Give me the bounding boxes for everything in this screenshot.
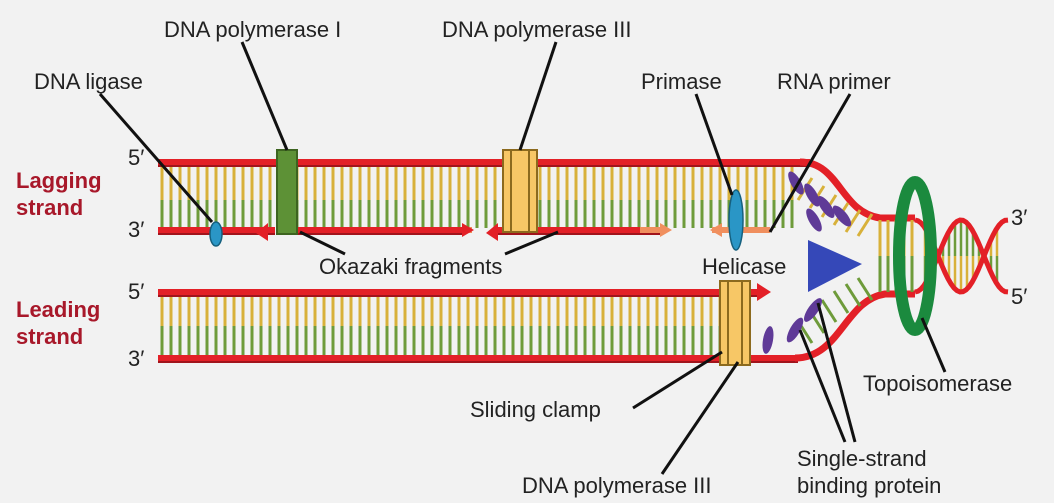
single-strand-base [844, 209, 862, 233]
rna-primer-leader [768, 93, 852, 233]
lagging-template-backbone-shade [158, 165, 810, 167]
single-strand-binding-protein-label: Single-strand binding protein [797, 445, 941, 499]
lagging-strand-word-2: strand [16, 195, 84, 220]
okazaki-fragment-backbone [278, 227, 462, 233]
lagging-duplex [158, 159, 810, 241]
dna-polymerase-iii-top-leader [518, 41, 558, 151]
single-strand-base [856, 213, 874, 237]
fragment-arrowhead [486, 223, 498, 241]
single-strand-binding-proteins [762, 171, 852, 354]
leading-strand-word-1: Leading [16, 297, 101, 322]
helix-5prime-label: 5′ [1011, 284, 1028, 309]
ssb-protein [788, 171, 804, 195]
ssb-label-line-2: binding protein [797, 473, 942, 498]
topoisomerase-label: Topoisomerase [863, 371, 1013, 396]
dna-polymerase-iii-bottom-label: DNA polymerase III [522, 473, 712, 498]
dna-polymerase-i-leader [240, 41, 289, 151]
lagging-strand-label: Lagging strand [16, 167, 102, 221]
ssb-protein [817, 195, 835, 219]
primer-arrowhead [660, 223, 672, 237]
fragment-arrowhead [256, 223, 268, 241]
leading-3prime-label: 3′ [128, 346, 145, 371]
fork-upper-arm [799, 158, 915, 222]
okazaki-fragment-backbone [495, 227, 660, 233]
okazaki-fragments-leader-1 [299, 230, 346, 256]
fragment-arrowhead [462, 223, 474, 237]
dna-ligase-leader [98, 93, 214, 223]
leading-new-strand-shade [158, 295, 758, 297]
sliding-clamp-label: Sliding clamp [470, 397, 601, 422]
ssb-protein [762, 326, 774, 354]
helix-3prime-label: 3′ [1011, 205, 1028, 230]
ssb-protein [804, 183, 820, 207]
ssb-protein [806, 208, 822, 232]
leader-lines [98, 41, 947, 475]
rna-primer-segment [640, 227, 660, 233]
okazaki-fragments-label: Okazaki fragments [319, 254, 503, 279]
primase-leader [694, 93, 734, 196]
single-strand-base [832, 290, 850, 314]
topoisomerase-leader [920, 317, 947, 373]
dna-ligase-shape [209, 221, 223, 247]
rna-primer-label: RNA primer [777, 69, 891, 94]
single-strand-base [820, 299, 838, 323]
okazaki-fragment-shade [278, 233, 462, 235]
helicase-label: Helicase [702, 254, 787, 279]
helicase-shape [808, 240, 862, 292]
primase-shape [728, 189, 744, 251]
leading-template-backbone [158, 355, 798, 361]
primase-label: Primase [641, 69, 722, 94]
dna-ligase-label: DNA ligase [34, 69, 143, 94]
lagging-strand-word-1: Lagging [16, 168, 102, 193]
leading-5prime-label: 5′ [128, 279, 145, 304]
lagging-template-backbone [158, 159, 810, 165]
sliding-clamp-leader [632, 350, 723, 410]
polymerase-iii-body [502, 149, 538, 233]
leading-strand-word-2: strand [16, 324, 84, 349]
okazaki-fragment-shade [495, 233, 660, 235]
primer-arrowhead [710, 223, 722, 237]
ssb-protein [786, 317, 804, 343]
dna-polymerase-i-shape [276, 149, 298, 235]
dna-polymerase-iii-bottom-leader [660, 361, 740, 475]
leading-template-backbone-shade [158, 361, 798, 363]
topoisomerase-ring [893, 176, 937, 336]
dna-polymerase-iii-lagging-shape [502, 149, 538, 233]
dna-polymerase-i-label: DNA polymerase I [164, 17, 342, 42]
ssb-leader-1 [798, 329, 847, 443]
okazaki-fragments-leader-2 [504, 230, 559, 256]
lagging-3prime-label: 3′ [128, 217, 145, 242]
lagging-5prime-label: 5′ [128, 145, 145, 170]
ssb-leader-2 [816, 302, 857, 443]
leading-strand-label: Leading strand [16, 296, 100, 350]
ssb-label-line-1: Single-strand [797, 446, 927, 471]
single-strand-base [844, 283, 862, 307]
single-strand-base [856, 277, 874, 301]
leading-duplex [158, 283, 798, 363]
leading-new-strand-backbone [158, 289, 758, 295]
dna-polymerase-iii-leading-shape [719, 280, 751, 366]
leading-arrowhead [757, 283, 771, 301]
dna-polymerase-iii-top-label: DNA polymerase III [442, 17, 632, 42]
ssb-protein [832, 205, 852, 227]
polymerase-iii-body [719, 280, 751, 366]
